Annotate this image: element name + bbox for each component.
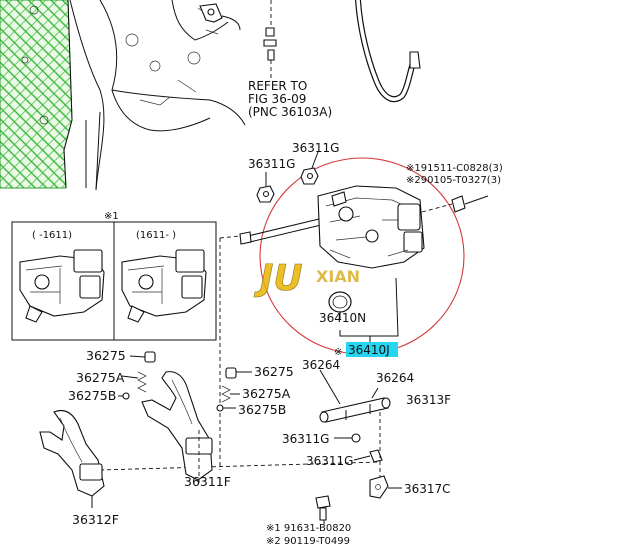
label-36264-a[interactable]: 36264 bbox=[302, 358, 340, 372]
label-36311G-bottom2[interactable]: 36311G bbox=[306, 454, 353, 468]
label-36410N[interactable]: 36410N bbox=[319, 311, 366, 325]
label-91631[interactable]: ※1 91631-B0820 bbox=[266, 523, 351, 534]
bolt-91631 bbox=[315, 495, 331, 524]
label-36311G-top[interactable]: 36311G bbox=[292, 141, 339, 155]
label-36275-left[interactable]: 36275 bbox=[86, 348, 126, 363]
highlight-36410J bbox=[346, 342, 398, 357]
bolt-91511 bbox=[421, 195, 489, 213]
label-36275A-left[interactable]: 36275A bbox=[76, 370, 125, 385]
inset-actuator-left bbox=[19, 249, 105, 323]
collar-36311G bbox=[369, 449, 383, 463]
detent-right bbox=[216, 367, 252, 412]
inset-box bbox=[11, 221, 217, 341]
nut-36311G-rod bbox=[351, 433, 361, 443]
inset-right-range: (1611- ) bbox=[136, 230, 176, 241]
label-91511[interactable]: ※191511-C0828(3) bbox=[406, 163, 503, 174]
label-36311G-bottom1[interactable]: 36311G bbox=[282, 432, 329, 446]
label-36275B-left[interactable]: 36275B bbox=[68, 388, 116, 403]
label-36275B-right[interactable]: 36275B bbox=[238, 402, 286, 417]
label-36275-right[interactable]: 36275 bbox=[254, 364, 294, 379]
label-36410J-prefix: ※ bbox=[334, 347, 342, 358]
label-36312F[interactable]: 36312F bbox=[72, 512, 119, 527]
label-36311G-mid[interactable]: 36311G bbox=[248, 157, 295, 171]
label-36313F[interactable]: 36313F bbox=[406, 393, 451, 407]
label-90119[interactable]: ※2 90119-T0499 bbox=[266, 536, 350, 547]
o-ring-36410N bbox=[328, 291, 352, 313]
nut-36311G-left bbox=[256, 172, 275, 203]
refer-line3[interactable]: (PNC 36103A) bbox=[248, 105, 332, 119]
shift-fork-36311F bbox=[141, 371, 213, 484]
label-36275A-right[interactable]: 36275A bbox=[242, 386, 291, 401]
inset-marker: ※1 bbox=[104, 211, 119, 222]
label-36410J[interactable]: 36410J bbox=[348, 343, 390, 357]
hatched-region bbox=[0, 0, 73, 189]
lever-36317C bbox=[369, 475, 402, 499]
nut-36311G-top bbox=[300, 151, 319, 185]
refer-line2: FIG 36-09 bbox=[248, 92, 306, 106]
svg-text:XIAN: XIAN bbox=[316, 267, 360, 286]
shift-fork-36312F bbox=[39, 409, 105, 508]
shift-rod-36313F bbox=[319, 369, 391, 423]
watermark-logo: JU XIAN bbox=[254, 258, 360, 300]
svg-text:JU: JU bbox=[254, 258, 303, 299]
label-36317C[interactable]: 36317C bbox=[404, 482, 451, 496]
label-90105[interactable]: ※290105-T0327(3) bbox=[406, 175, 501, 186]
inset-actuator-right bbox=[121, 249, 207, 323]
bracket-bolt bbox=[199, 0, 277, 78]
label-36264-b[interactable]: 36264 bbox=[376, 371, 414, 385]
shift-actuator bbox=[317, 185, 425, 269]
inset-left-range: ( -1611) bbox=[32, 230, 72, 241]
label-36311F[interactable]: 36311F bbox=[184, 474, 231, 489]
refer-line1: REFER TO bbox=[248, 79, 307, 93]
detent-left bbox=[118, 351, 156, 400]
